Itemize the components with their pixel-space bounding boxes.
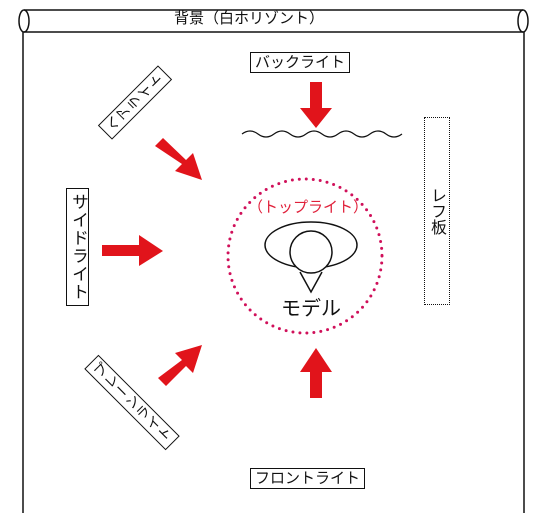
model-icon — [264, 221, 358, 294]
back-light-label: バックライト — [250, 52, 351, 73]
side-light-label: サイドライト — [66, 188, 89, 306]
top-light-label: （トップライト） — [248, 198, 369, 216]
backdrop-roll — [18, 9, 529, 33]
hair-light-arrow — [155, 138, 202, 180]
back-light-arrow — [300, 82, 332, 128]
front-light-label: フロントライト — [250, 468, 366, 489]
front-light-arrow — [300, 348, 332, 398]
model-label: モデル — [281, 296, 341, 320]
backdrop-label: 背景（白ホリゾント） — [170, 11, 329, 26]
backdrop-floor-wave — [241, 130, 403, 138]
top-light-circle — [226, 177, 384, 335]
reflector-board: レフ板 — [424, 117, 450, 305]
plane-light-arrow — [158, 345, 202, 386]
arrows — [102, 82, 332, 398]
side-light-arrow — [102, 235, 163, 266]
